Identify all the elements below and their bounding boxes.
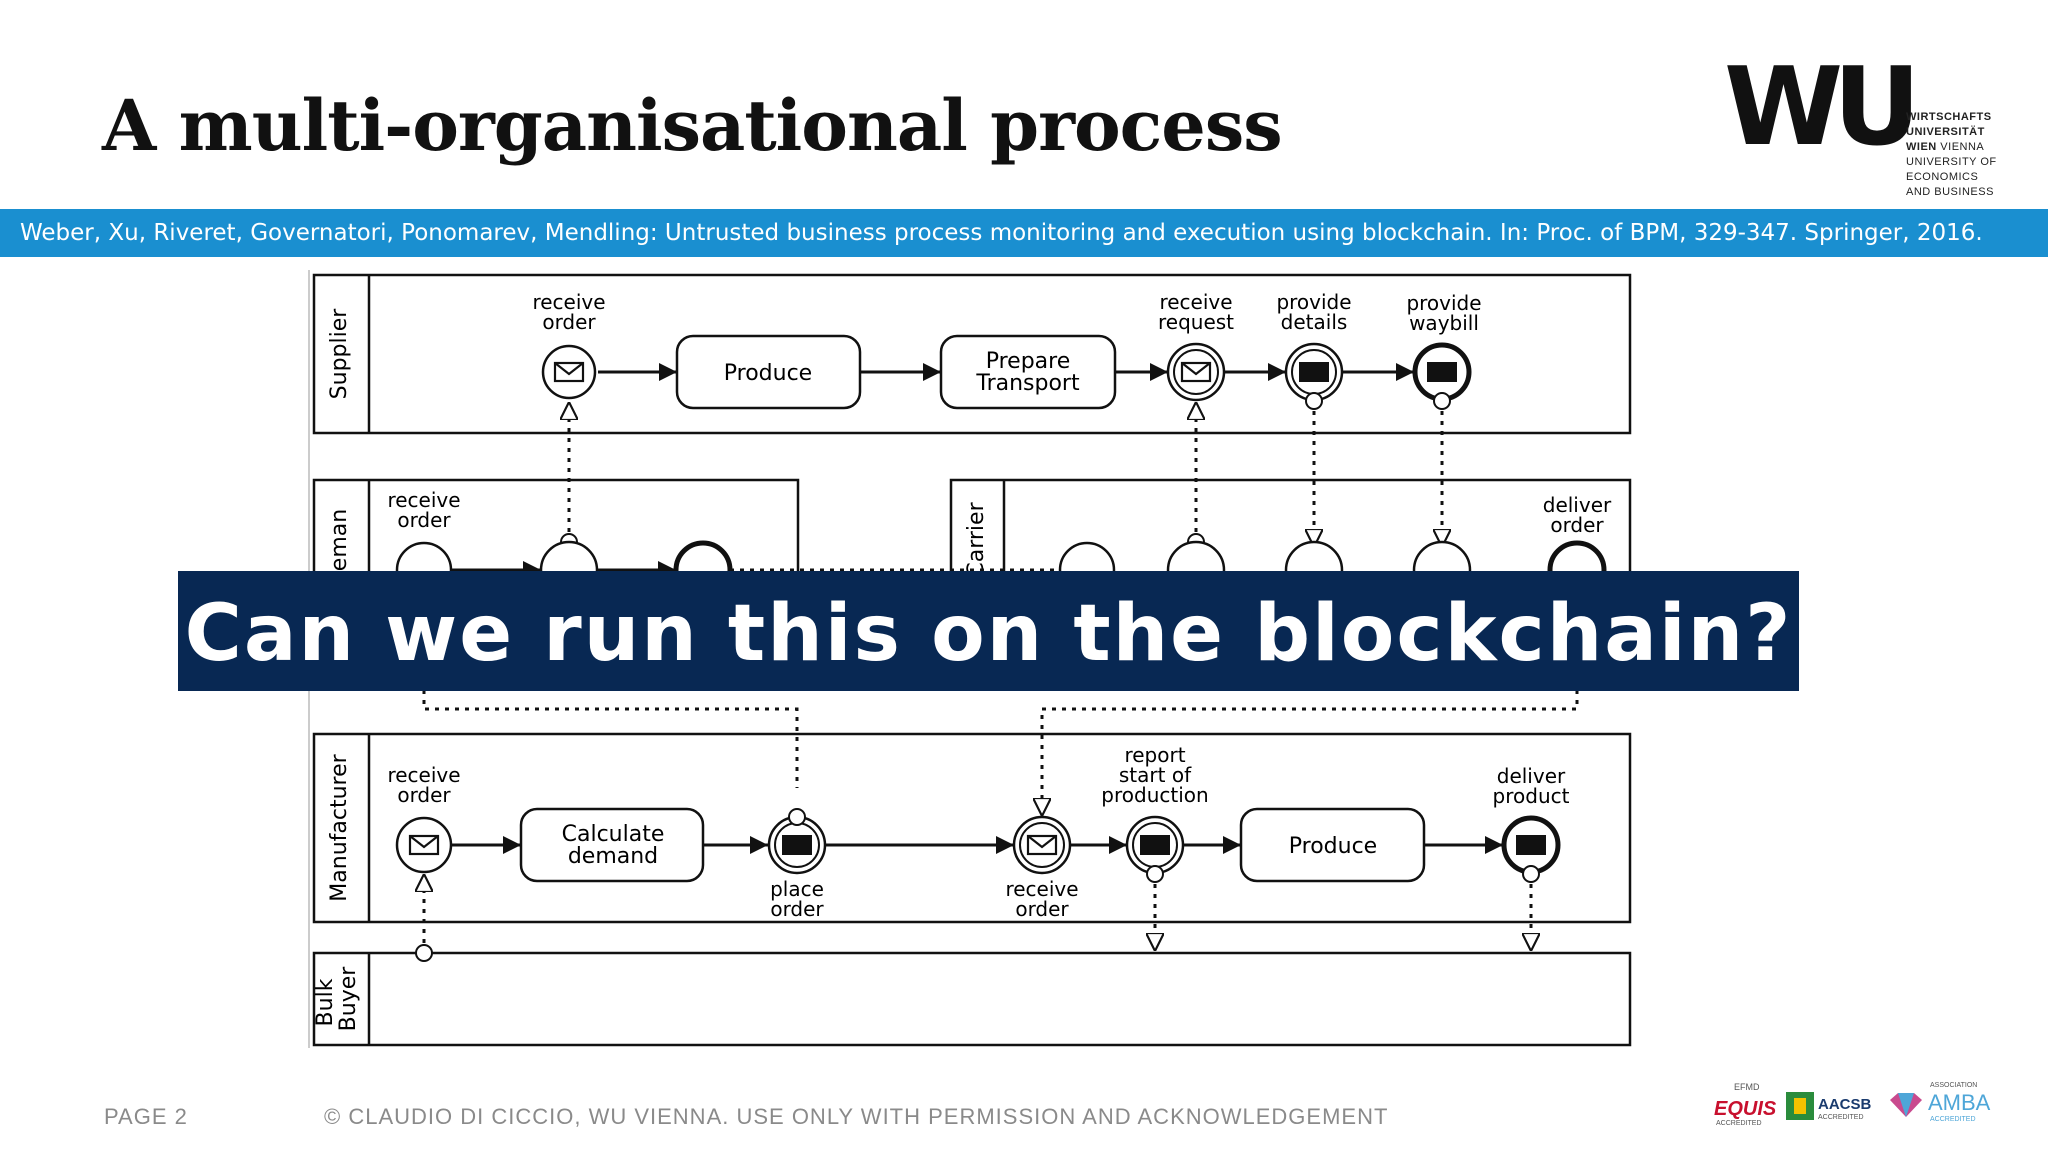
pool-label-manufacturer: Manufacturer [327,753,352,901]
svg-text:Bulk Buyer: Bulk Buyer [313,966,361,1032]
svg-text:Produce: Produce [1289,834,1377,859]
banner-text: Can we run this on the blockchain? [184,589,1793,679]
pool-label-supplier: Supplier [327,308,352,400]
copyright-notice: © CLAUDIO DI CICCIO, WU VIENNA. USE ONLY… [324,1104,1389,1129]
svg-text:Produce: Produce [724,361,812,386]
pool-supplier: Supplier [312,273,1632,435]
page-number: PAGE 2 [104,1104,188,1129]
citation-bar: Weber, Xu, Riveret, Governatori, Ponomar… [0,209,2048,257]
pool-label-middleman: eman [327,509,352,571]
svg-text:WU: WU [1724,56,1911,170]
pool-manufacturer: Manufacturer [312,732,1632,924]
aacsb-logo: AACSB ACCREDITED [1786,1078,1878,1128]
question-banner: Can we run this on the blockchain? [178,571,1799,691]
wu-logo-text: WIRTSCHAFTS UNIVERSITÄT WIEN VIENNA UNIV… [1906,111,1997,198]
task-manufacturer-produce: Produce [1239,807,1426,883]
pool-label-carrier: Carrier [964,501,989,577]
slide-title: A multi-organisational process [102,84,1283,167]
citation-text: Weber, Xu, Riveret, Governatori, Ponomar… [20,220,1983,246]
wu-logo: WU [1724,56,1921,170]
equis-logo: EFMD EQUIS ACCREDITED [1714,1082,1777,1127]
amba-logo: ASSOCIATION AMBA ACCREDITED [1888,1078,1998,1128]
task-supplier-produce: Produce [675,334,862,410]
pool-bulk-buyer: Bulk Buyer [312,951,1632,1047]
